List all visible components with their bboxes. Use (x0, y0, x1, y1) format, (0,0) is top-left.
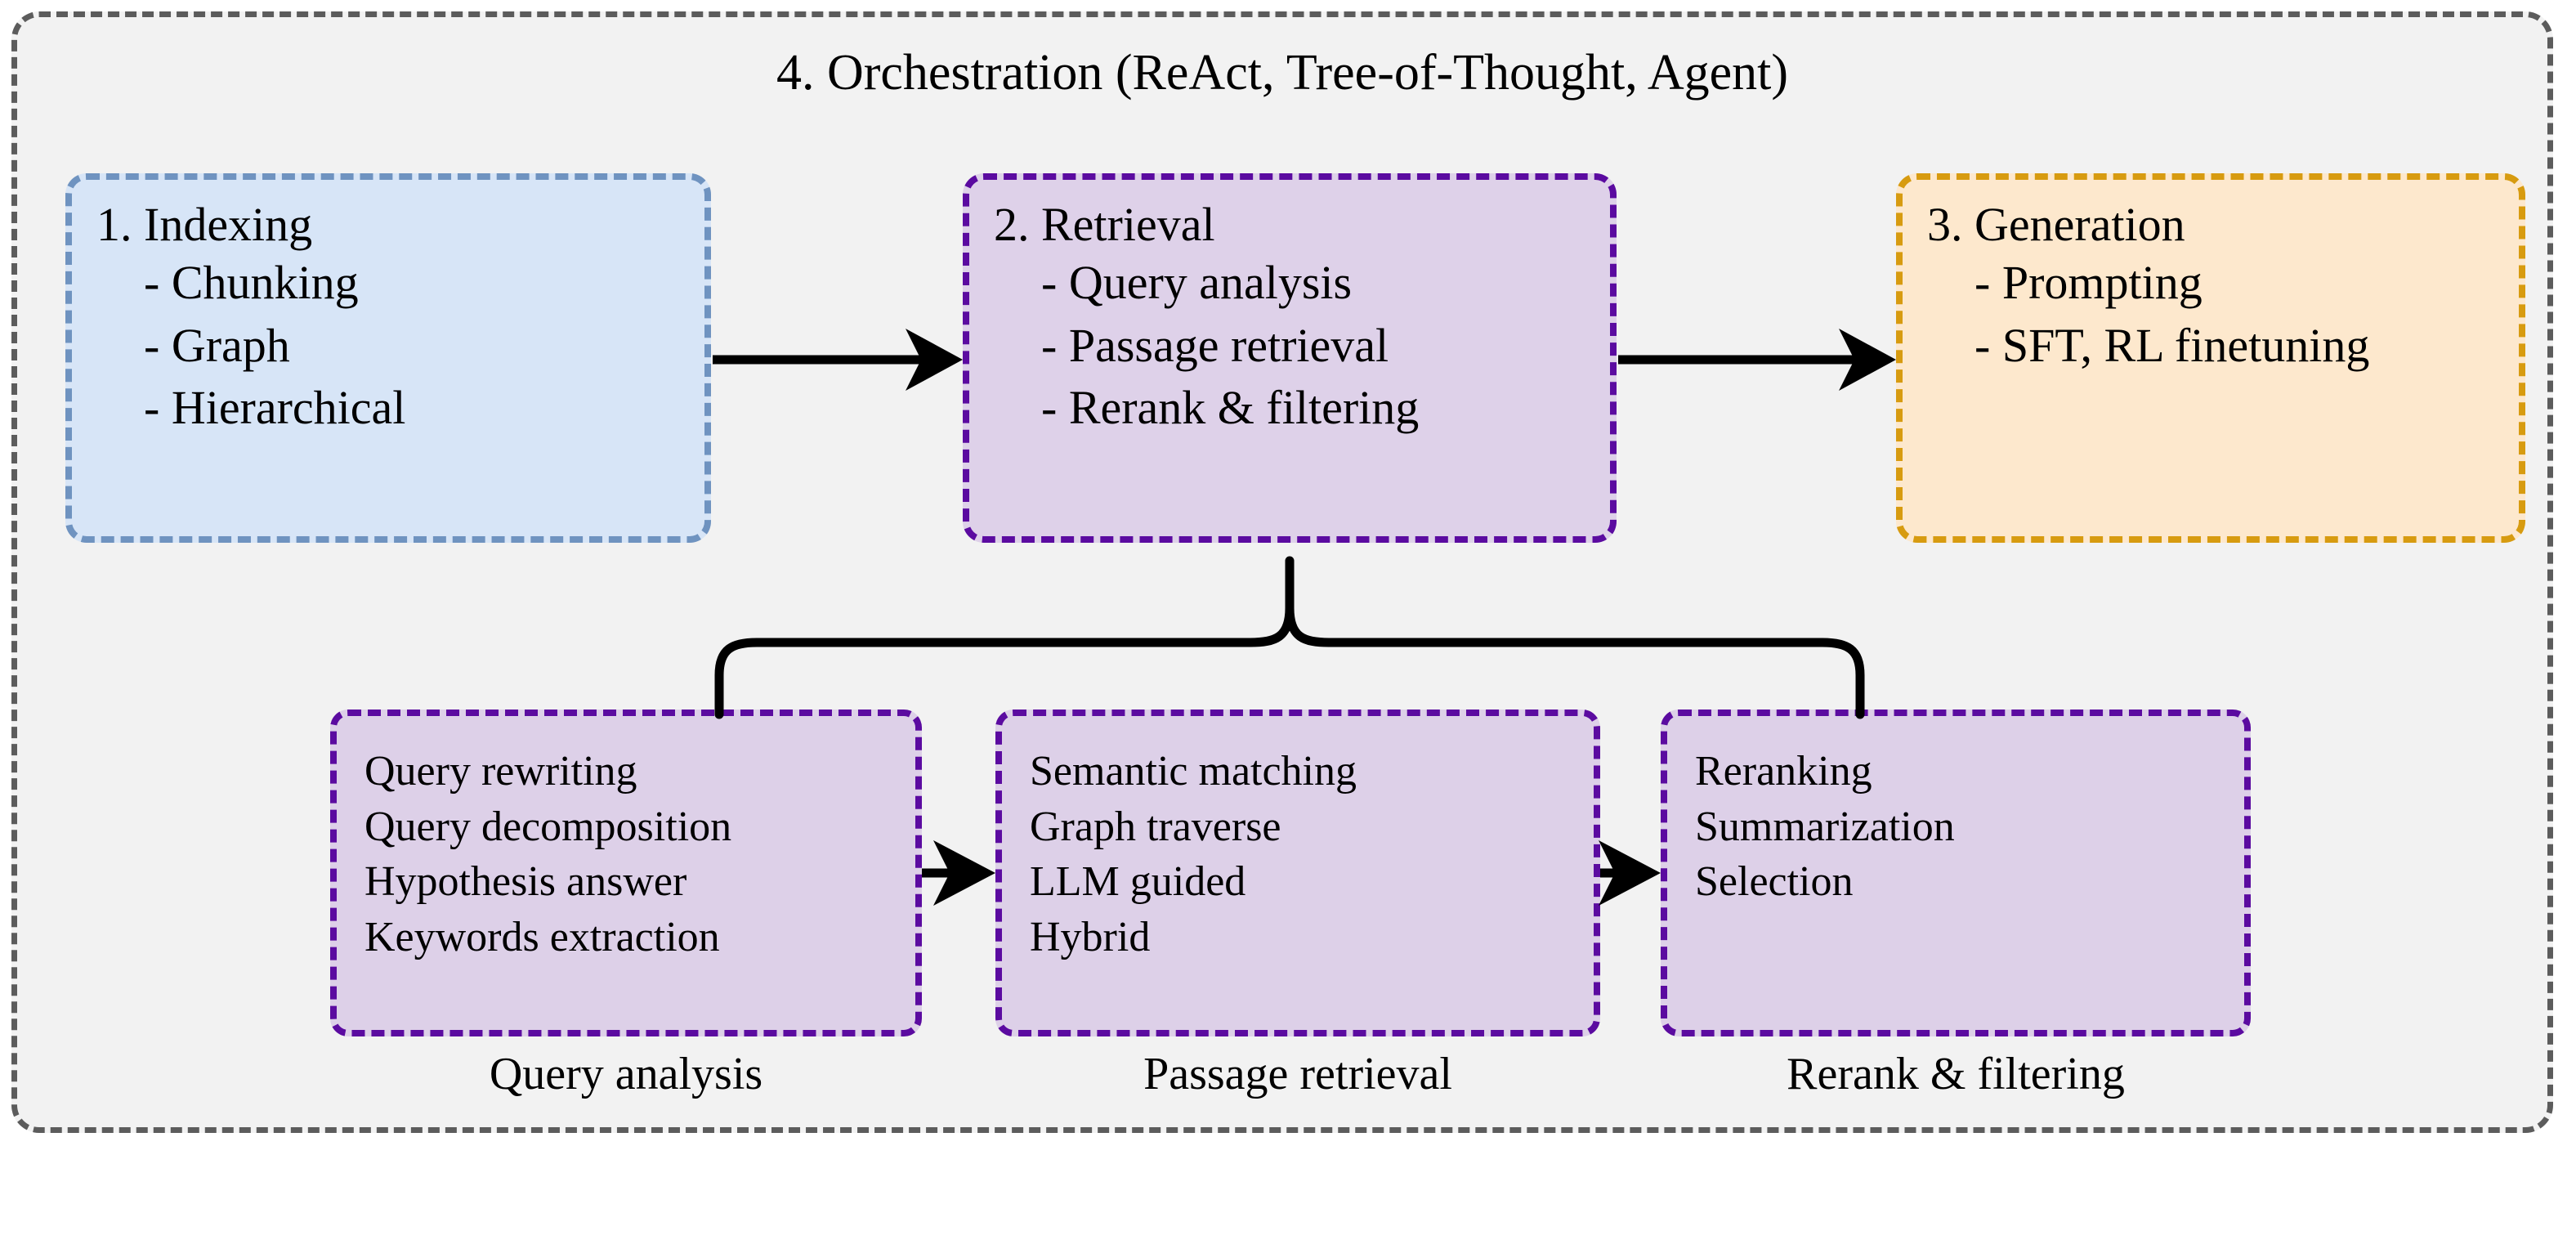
diagram-title: 4. Orchestration (ReAct, Tree-of-Thought… (776, 45, 1788, 101)
substage-item: Selection (1695, 858, 1854, 906)
substage-caption-rerank-filtering: Rerank & filtering (1787, 1049, 2125, 1099)
stage-item: - SFT, RL finetuning (1974, 318, 2370, 372)
stage-heading-indexing: 1. Indexing (96, 198, 313, 251)
stage-box-indexing[interactable]: 1. Indexing - Chunking - Graph - Hierarc… (65, 173, 711, 543)
stage-list-indexing: - Chunking - Graph - Hierarchical (96, 252, 680, 440)
substage-item: Keywords extraction (364, 913, 720, 960)
substage-item: Hypothesis answer (364, 858, 687, 906)
substage-item: Query decomposition (364, 803, 732, 850)
substage-list-query-analysis: Query rewriting Query decomposition Hypo… (364, 744, 915, 965)
substage-item: Summarization (1695, 803, 1955, 850)
stage-item: - Passage retrieval (1041, 318, 1389, 372)
stage-heading-generation: 3. Generation (1927, 198, 2185, 251)
stage-item: - Query analysis (1041, 256, 1353, 309)
substage-list-passage-retrieval: Semantic matching Graph traverse LLM gui… (1030, 744, 1594, 965)
substage-item: LLM guided (1030, 858, 1246, 906)
stage-list-generation: - Prompting - SFT, RL finetuning (1927, 252, 2494, 377)
stage-box-generation[interactable]: 3. Generation - Prompting - SFT, RL fine… (1896, 173, 2525, 543)
stage-list-retrieval: - Query analysis - Passage retrieval - R… (994, 252, 1585, 440)
substage-list-rerank-filtering: Reranking Summarization Selection (1695, 744, 2244, 910)
stage-item: - Rerank & filtering (1041, 381, 1420, 435)
stage-heading-retrieval: 2. Retrieval (994, 198, 1215, 251)
stage-item: - Prompting (1974, 256, 2203, 309)
substage-item: Hybrid (1030, 913, 1151, 960)
substage-box-passage-retrieval[interactable]: Semantic matching Graph traverse LLM gui… (995, 710, 1600, 1036)
substage-item: Graph traverse (1030, 803, 1281, 850)
substage-item: Reranking (1695, 748, 1872, 795)
stage-item: - Chunking (144, 256, 359, 309)
substage-caption-passage-retrieval: Passage retrieval (1143, 1049, 1452, 1099)
substage-item: Query rewriting (364, 748, 637, 795)
stage-item: - Hierarchical (144, 381, 406, 435)
stage-box-retrieval[interactable]: 2. Retrieval - Query analysis - Passage … (963, 173, 1617, 543)
stage-item: - Graph (144, 318, 290, 372)
substage-box-rerank-filtering[interactable]: Reranking Summarization Selection (1661, 710, 2251, 1036)
substage-caption-query-analysis: Query analysis (489, 1049, 763, 1099)
substage-item: Semantic matching (1030, 748, 1357, 795)
substage-box-query-analysis[interactable]: Query rewriting Query decomposition Hypo… (330, 710, 922, 1036)
